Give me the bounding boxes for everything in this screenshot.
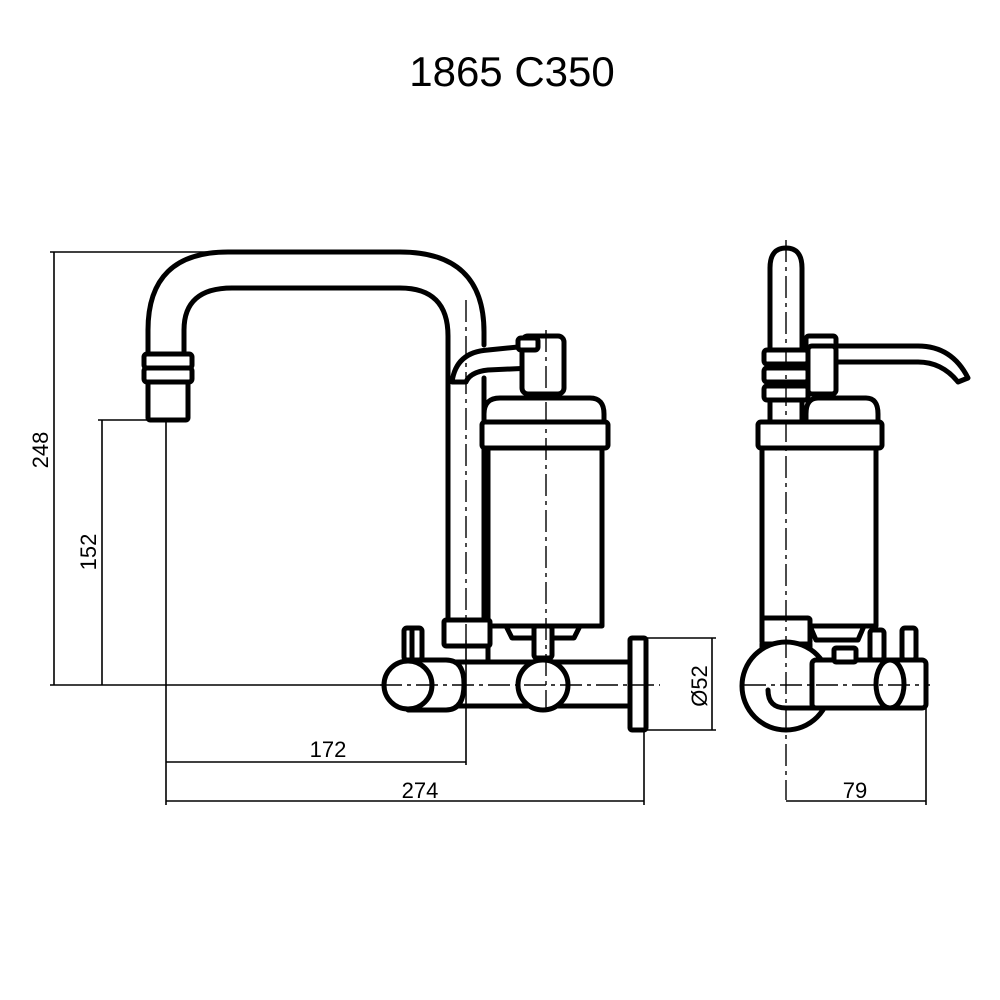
spout-tube	[145, 249, 487, 625]
side-view	[739, 240, 971, 800]
side-lever	[827, 343, 971, 385]
dim-flange-diameter: Ø52	[687, 665, 712, 707]
dim-overall-length: 274	[402, 778, 439, 803]
front-view	[141, 249, 660, 733]
spout-base	[441, 617, 493, 649]
dimension-lines	[50, 251, 927, 805]
dim-side-depth: 79	[843, 778, 867, 803]
dim-spout-reach: 172	[310, 737, 347, 762]
drawing-title: 1865 C350	[409, 48, 615, 95]
wall-flange	[627, 635, 649, 733]
spout-aerator	[141, 351, 195, 423]
dim-spout-height: 152	[76, 534, 101, 571]
side-filter-housing	[755, 395, 885, 643]
filter-housing	[479, 395, 611, 641]
left-inlet	[381, 625, 467, 713]
dim-overall-height: 248	[28, 432, 53, 469]
